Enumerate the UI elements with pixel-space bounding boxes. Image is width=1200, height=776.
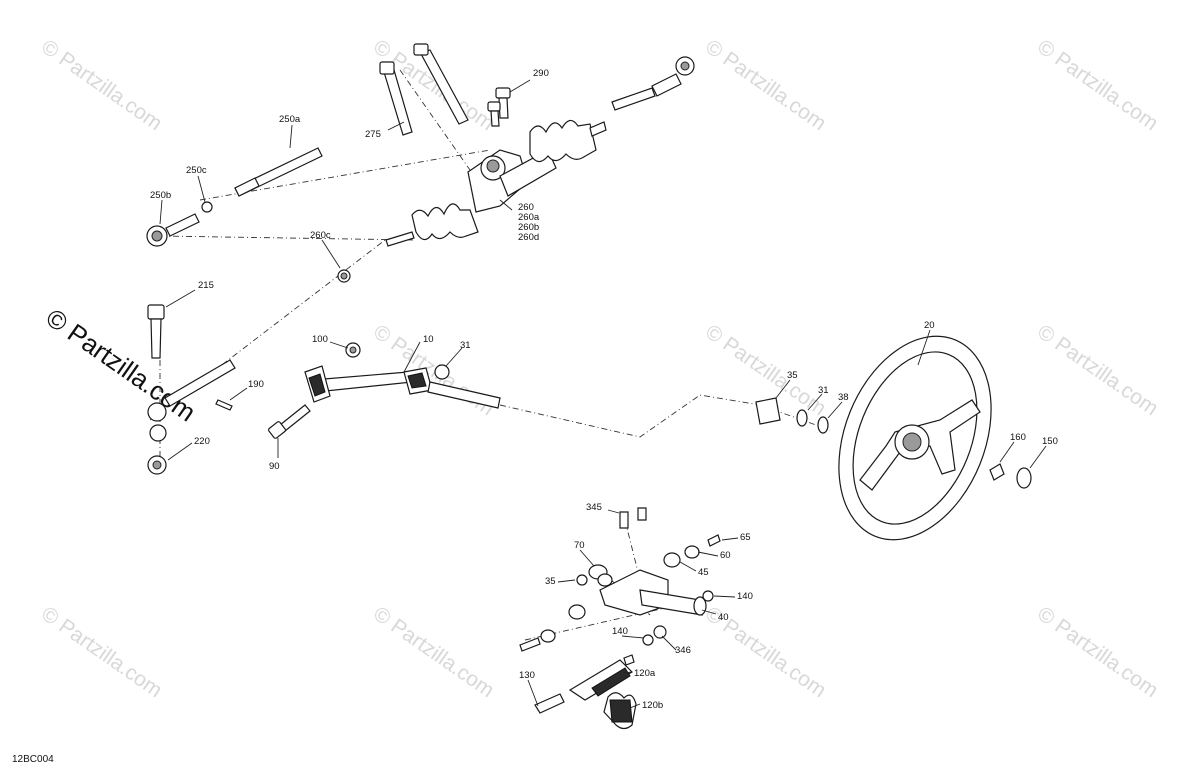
- callout-275: 275: [365, 129, 381, 140]
- watermark-text: © Partzilla.com: [1033, 602, 1162, 702]
- callout-90: 90: [269, 461, 280, 472]
- callout-20: 20: [924, 320, 935, 331]
- callout-140: 140: [612, 626, 628, 637]
- callout-260c: 260c: [310, 230, 331, 241]
- leader-lines: [159, 79, 1047, 709]
- watermark-text: © Partzilla.com: [369, 602, 498, 702]
- callout-260: 260: [518, 202, 534, 213]
- callout-100: 100: [312, 334, 328, 345]
- diagram-reference-code: 12BC004: [12, 754, 54, 765]
- callout-250a: 250a: [279, 114, 301, 125]
- callout-35: 35: [787, 370, 798, 381]
- steering-rack-assembly: [379, 43, 695, 247]
- callout-250c: 250c: [186, 165, 207, 176]
- callout-31: 31: [460, 340, 471, 351]
- column-bracket-assembly: [519, 507, 721, 730]
- callout-150: 150: [1042, 436, 1058, 447]
- callout-labels: 20 10 31 35 31 38 160 150 290 250a 250c …: [150, 68, 1058, 711]
- callout-65: 65: [740, 532, 751, 543]
- callout-345: 345: [586, 502, 602, 513]
- callout-10: 10: [423, 334, 434, 345]
- callout-190: 190: [248, 379, 264, 390]
- callout-260b: 260b: [518, 222, 539, 233]
- callout-130: 130: [519, 670, 535, 681]
- watermark-text: © Partzilla.com: [369, 320, 498, 420]
- callout-290: 290: [533, 68, 549, 79]
- callout-260a: 260a: [518, 212, 540, 223]
- steering-wheel: [755, 335, 1032, 541]
- knuckle-hardware: [147, 304, 311, 475]
- watermark-grid: © Partzilla.com © Partzilla.com © Partzi…: [37, 35, 1162, 702]
- steering-column: [304, 342, 501, 409]
- callout-35: 35: [545, 576, 556, 587]
- callout-140: 140: [737, 591, 753, 602]
- callout-45: 45: [698, 567, 709, 578]
- watermark-text: © Partzilla.com: [37, 35, 166, 135]
- callout-40: 40: [718, 612, 729, 623]
- callout-220: 220: [194, 436, 210, 447]
- watermark-text: © Partzilla.com: [37, 602, 166, 702]
- callout-260d: 260d: [518, 232, 539, 243]
- tie-rod-assembly: [146, 147, 351, 283]
- callout-31: 31: [818, 385, 829, 396]
- callout-70: 70: [574, 540, 585, 551]
- watermark-text: © Partzilla.com: [701, 35, 830, 135]
- callout-120b: 120b: [642, 700, 663, 711]
- callout-346: 346: [675, 645, 691, 656]
- callout-250b: 250b: [150, 190, 171, 201]
- callout-160: 160: [1010, 432, 1026, 443]
- watermark-large: © Partzilla.com: [41, 302, 202, 427]
- watermark-text: © Partzilla.com: [1033, 320, 1162, 420]
- callout-215: 215: [198, 280, 214, 291]
- callout-38: 38: [838, 392, 849, 403]
- callout-120a: 120a: [634, 668, 656, 679]
- watermark-text: © Partzilla.com: [1033, 35, 1162, 135]
- callout-60: 60: [720, 550, 731, 561]
